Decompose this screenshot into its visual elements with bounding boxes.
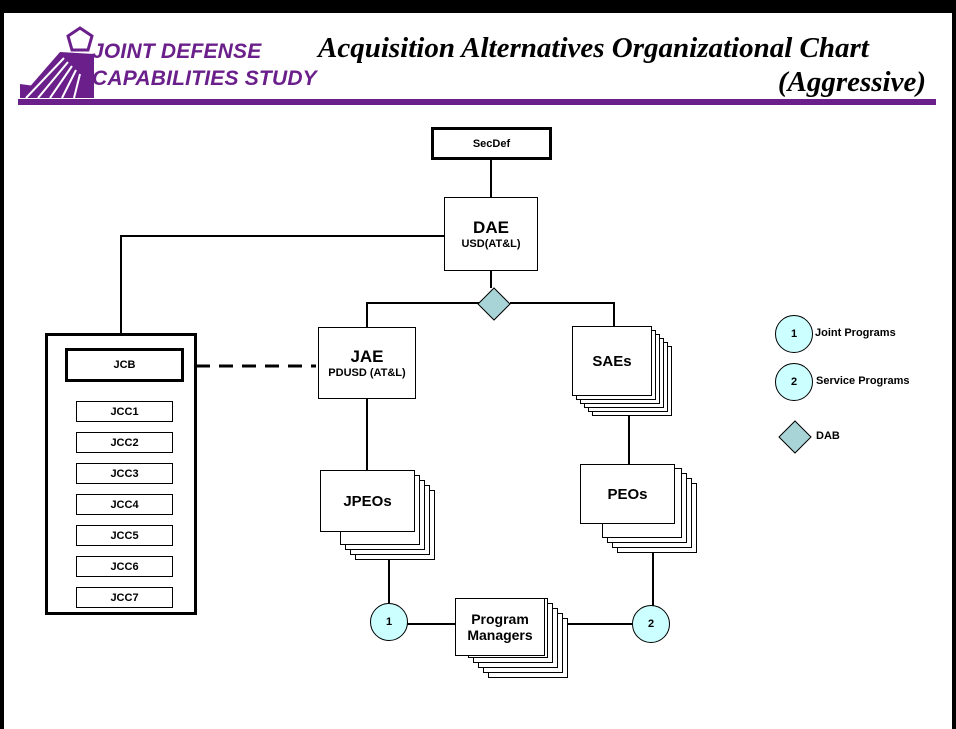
jcc-box: JCC7 xyxy=(76,587,173,608)
logo-text-line2: CAPABILITIES STUDY xyxy=(92,67,317,90)
jcc-box: JCC3 xyxy=(76,463,173,484)
jpeos-label: JPEOs xyxy=(343,492,392,510)
jcc-box: JCC1 xyxy=(76,401,173,422)
jae-sublabel: PDUSD (AT&L) xyxy=(328,367,406,379)
jcc-label: JCC3 xyxy=(110,467,139,480)
jcc-box: JCC6 xyxy=(76,556,173,577)
jcb-label: JCB xyxy=(113,359,136,371)
legend-service-num: 2 xyxy=(790,376,798,388)
service-program-marker-num: 2 xyxy=(647,618,655,630)
legend-joint-num: 1 xyxy=(790,328,798,340)
jcc-label: JCC2 xyxy=(110,436,139,449)
jcc-label: JCC5 xyxy=(110,529,139,542)
jae-box: JAE PDUSD (AT&L) xyxy=(318,327,416,399)
jpeos-box: JPEOs xyxy=(320,470,415,532)
legend-joint-label: Joint Programs xyxy=(815,327,896,339)
legend-joint-circle: 1 xyxy=(775,315,813,353)
program-managers-box: Program Managers xyxy=(455,598,545,656)
dae-label: DAE xyxy=(473,218,509,237)
dab-diamond-icon xyxy=(477,287,511,321)
legend-service-circle: 2 xyxy=(775,363,813,401)
jae-label: JAE xyxy=(350,347,384,366)
jcc-label: JCC1 xyxy=(110,405,139,418)
jcc-box: JCC2 xyxy=(76,432,173,453)
secdef-box: SecDef xyxy=(431,127,552,160)
legend-dab-label: DAB xyxy=(816,430,840,442)
peos-box: PEOs xyxy=(580,464,675,524)
dae-sublabel: USD(AT&L) xyxy=(461,238,521,250)
legend-service-label: Service Programs xyxy=(816,375,910,387)
jcc-label: JCC7 xyxy=(110,591,139,604)
service-program-marker: 2 xyxy=(632,605,670,643)
program-managers-line2: Managers xyxy=(467,627,533,643)
jcb-box: JCB xyxy=(65,348,184,382)
header-rule xyxy=(18,99,936,105)
secdef-label: SecDef xyxy=(472,137,511,150)
jcc-box: JCC5 xyxy=(76,525,173,546)
joint-program-marker-num: 1 xyxy=(385,616,393,628)
jcc-box: JCC4 xyxy=(76,494,173,515)
jcc-label: JCC6 xyxy=(110,560,139,573)
page-title: Acquisition Alternatives Organizational … xyxy=(318,32,869,64)
dae-box: DAE USD(AT&L) xyxy=(444,197,538,271)
pentagon-logo-icon xyxy=(20,26,94,98)
peos-label: PEOs xyxy=(607,485,648,503)
jcc-label: JCC4 xyxy=(110,498,139,511)
program-managers-line1: Program xyxy=(471,611,529,627)
logo-text-line1: JOINT DEFENSE xyxy=(92,40,262,63)
legend-dab-diamond-icon xyxy=(778,420,812,454)
saes-box: SAEs xyxy=(572,326,652,396)
page-subtitle: (Aggressive) xyxy=(777,66,926,98)
saes-label: SAEs xyxy=(592,352,632,370)
joint-program-marker: 1 xyxy=(370,603,408,641)
